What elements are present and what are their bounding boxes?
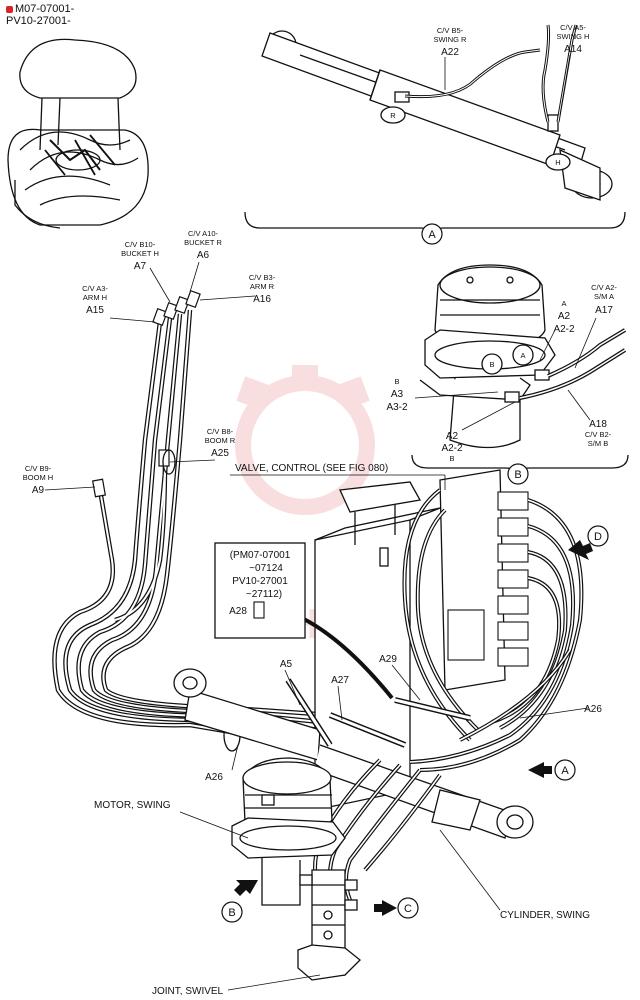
port-a-top: A	[561, 299, 566, 308]
ref-a28: A28	[229, 606, 247, 617]
label-bucket-h: BUCKET H	[121, 249, 159, 258]
port-circle-a: A	[520, 351, 525, 360]
ref-a2-2: A2-2	[553, 324, 575, 335]
port-circle-b: B	[489, 360, 494, 369]
detail-b-labels: A A2 A2-2 C/V A2- S/M A A17 B A3 A3-2 A2…	[386, 283, 617, 485]
callout-leaders	[179, 474, 589, 991]
callout-joint-swivel: JOINT, SWIVEL	[152, 986, 224, 997]
port-h-label: H	[555, 158, 560, 167]
ref-a7: A7	[134, 261, 147, 272]
ref-a18: A18	[589, 419, 607, 430]
label-cv-a5: C/V A5-	[560, 23, 586, 32]
ref-a27: A27	[331, 675, 349, 686]
label-arm-r: ARM R	[250, 282, 275, 291]
label-boom-h: BOOM H	[23, 473, 53, 482]
callout-motor-swing: MOTOR, SWING	[94, 800, 171, 811]
machine-thumbnail	[7, 38, 149, 229]
view-c-letter: C	[404, 903, 412, 915]
label-arm-h: ARM H	[83, 293, 107, 302]
view-b-letter: B	[514, 469, 521, 481]
watermark-gear-tooth	[236, 376, 270, 410]
ref-a17: A17	[595, 305, 613, 316]
callout-texts: VALVE, CONTROL (SEE FIG 080) A5 A27 A29 …	[94, 463, 602, 997]
label-swing-h: SWING H	[557, 32, 590, 41]
label-cv-a2: C/V A2-	[591, 283, 617, 292]
port-h-marker	[545, 153, 571, 171]
watermark-gear-tooth	[292, 365, 318, 391]
label-cv-a3: C/V A3-	[82, 284, 108, 293]
ref-a2-lower: A2	[446, 431, 459, 442]
serial-box-line-2: ~07124	[249, 563, 283, 574]
port-r-marker	[380, 106, 406, 124]
callout-cylinder-swing: CYLINDER, SWING	[500, 910, 590, 921]
ref-a16: A16	[253, 294, 271, 305]
view-b-arrow: B	[221, 880, 258, 923]
serial-header: M07-07001- PV10-27001-	[6, 3, 74, 27]
ref-a26-left: A26	[205, 772, 223, 783]
ref-a2: A2	[558, 311, 571, 322]
ref-a6: A6	[197, 250, 210, 261]
serial-box-line-3: PV10-27001	[232, 576, 288, 587]
view-d-arrow: D	[568, 525, 609, 560]
hose-labels	[44, 261, 256, 491]
ref-a22: A22	[441, 47, 459, 58]
label-cv-b3: C/V B3-	[249, 273, 276, 282]
ref-a3-2: A3-2	[386, 402, 408, 413]
ref-a15: A15	[86, 305, 104, 316]
label-cv-b10: C/V B10-	[125, 240, 156, 249]
serial-line-1: M07-07001-	[6, 3, 74, 15]
label-sm-b: S/M B	[588, 439, 608, 448]
view-c-arrow: C	[374, 897, 419, 919]
main-assembly	[173, 469, 584, 981]
label-cv-b5: C/V B5-	[437, 26, 464, 35]
ref-a14: A14	[564, 44, 582, 55]
view-a-circle	[421, 223, 443, 245]
red-marker-icon	[6, 5, 13, 13]
hose-bundle	[52, 289, 346, 752]
label-cv-b8: C/V B8-	[207, 427, 234, 436]
ref-a5: A5	[280, 659, 293, 670]
label-boom-r: BOOM R	[205, 436, 236, 445]
detail-a-swing-cylinder	[244, 24, 626, 235]
watermark-gear-tooth	[336, 376, 370, 410]
view-d-letter: D	[594, 531, 602, 543]
port-r-label: R	[390, 111, 396, 120]
label-cv-b2: C/V B2-	[585, 430, 612, 439]
ref-a29: A29	[379, 654, 397, 665]
serial-line-2: PV10-27001-	[6, 15, 71, 27]
view-b-circle	[507, 463, 529, 485]
callout-valve-control: VALVE, CONTROL (SEE FIG 080)	[235, 463, 388, 474]
label-sm-a: S/M A	[594, 292, 614, 301]
ref-a26-right: A26	[584, 704, 602, 715]
label-bucket-r: BUCKET R	[184, 238, 222, 247]
label-cv-b9: C/V B9-	[25, 464, 52, 473]
a28-part-icon	[253, 601, 265, 619]
view-a-letter-lower: A	[561, 765, 569, 777]
hose-label-text: C/V B10- BUCKET H A7 C/V A10- BUCKET R A…	[23, 229, 276, 496]
serial-box-line-1: (PM07-07001	[230, 550, 291, 561]
serial-box: (PM07-07001 ~07124 PV10-27001 ~27112) A2…	[214, 542, 306, 639]
port-b-lower: B	[449, 454, 454, 463]
detail-a-labels: C/V B5- SWING R A22 C/V A5- SWING H A14 …	[390, 23, 590, 245]
serial-box-line-4: ~27112)	[246, 589, 282, 600]
view-b-letter-lower: B	[228, 907, 235, 919]
label-cv-a10: C/V A10-	[188, 229, 219, 238]
view-a-arrow: A	[528, 759, 576, 781]
detail-b-swing-motor	[411, 264, 629, 475]
ref-a2-2-lower: A2-2	[441, 443, 463, 454]
ref-a3: A3	[391, 389, 404, 400]
view-a-letter: A	[428, 229, 436, 241]
ref-a9: A9	[32, 485, 45, 496]
ref-a25: A25	[211, 448, 229, 459]
label-swing-r: SWING R	[434, 35, 467, 44]
view-arrows: D A B C	[221, 525, 609, 923]
port-b-label: B	[394, 377, 399, 386]
